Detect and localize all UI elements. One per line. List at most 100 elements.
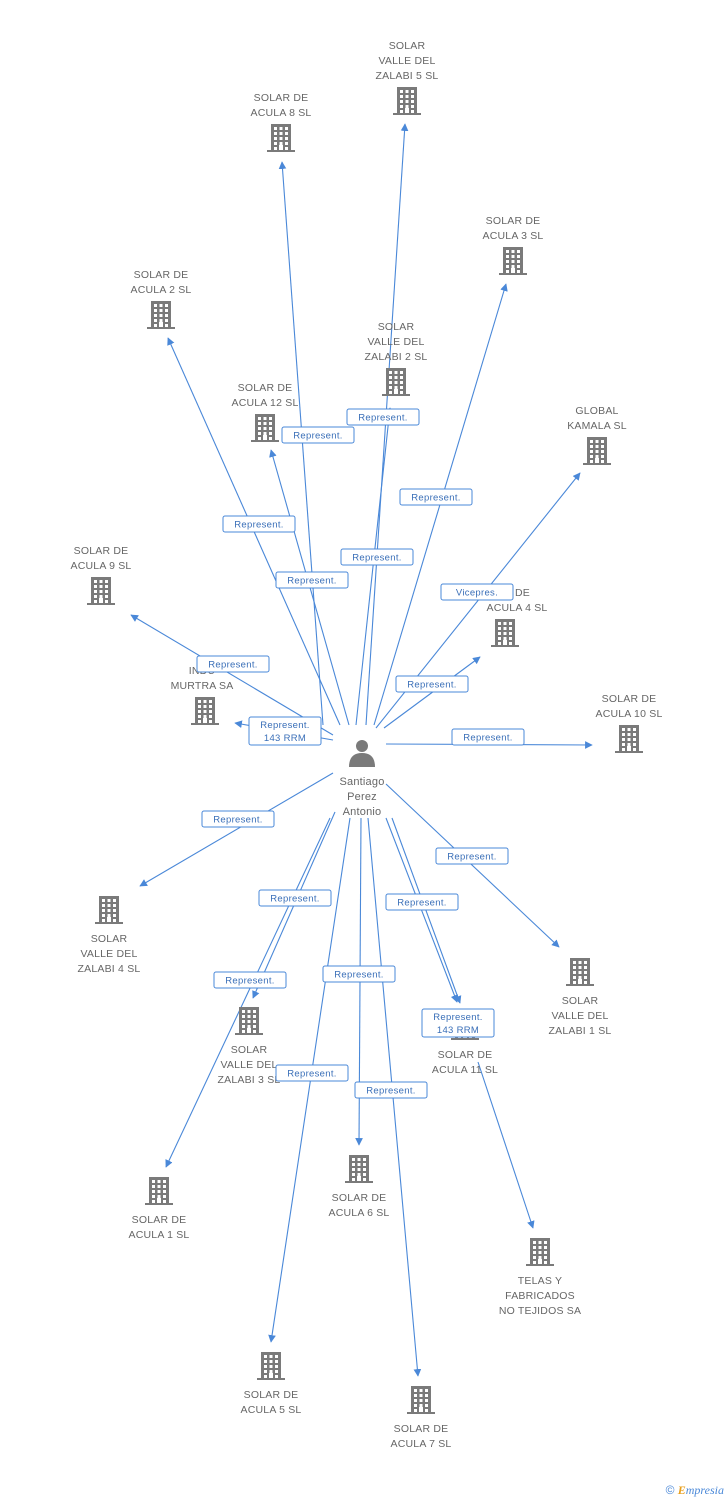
edge-label-acula9[interactable]: Represent. (196, 655, 270, 673)
node-acula8[interactable]: SOLAR DE ACULA 8 SL (251, 92, 312, 152)
building-icon (407, 1386, 435, 1414)
edge-label-acula3[interactable]: Represent. (399, 488, 473, 506)
edge-label-text: Represent. (334, 970, 383, 981)
node-acula5[interactable]: SOLAR DE ACULA 5 SL (241, 1352, 302, 1416)
edge-label-text: Represent. (463, 733, 512, 744)
edge-label-text: Represent. (213, 815, 262, 826)
edge-label-text: Vicepres. (456, 588, 498, 599)
edge-label-murtra[interactable]: Represent.143 RRM (248, 716, 322, 746)
node-label-line: ACULA 3 SL (483, 230, 544, 242)
copyright-symbol: © (665, 1483, 675, 1497)
node-label-line: ACULA 1 SL (129, 1229, 190, 1241)
edge-label-valle3[interactable]: Represent. (258, 889, 332, 907)
node-label-line: SOLAR DE (244, 1389, 299, 1401)
person-icon (349, 740, 375, 767)
node-label-line: NO TEJIDOS SA (499, 1305, 581, 1317)
edge-label-acula11[interactable]: Represent. (385, 893, 459, 911)
node-label-line: VALLE DEL (378, 55, 435, 67)
node-label-line: ACULA 5 SL (241, 1404, 302, 1416)
edge-line-acula9 (130, 614, 334, 736)
edge-label-acula10[interactable]: Represent. (451, 728, 525, 746)
edge-label-acula12[interactable]: Represent. (275, 571, 349, 589)
edge-label-acula8[interactable]: Represent. (281, 426, 355, 444)
node-murtra[interactable]: INDUMURTRA SA (171, 665, 234, 725)
building-icon (267, 124, 295, 152)
node-valle3[interactable]: SOLAR VALLE DEL ZALABI 3 SL (218, 1007, 281, 1086)
edge-label-acula2[interactable]: Represent. (222, 515, 296, 533)
building-icon (583, 437, 611, 465)
edge-label-valle2[interactable]: Represent. (340, 548, 414, 566)
node-acula6[interactable]: SOLAR DE ACULA 6 SL (329, 1155, 390, 1219)
edge-label-text: Represent. (366, 1086, 415, 1097)
node-label-line: ACULA 8 SL (251, 107, 312, 119)
node-label-line: ZALABI 3 SL (218, 1074, 281, 1086)
edge-label-text: Represent. (433, 1012, 482, 1023)
node-label-line: SOLAR DE (486, 215, 541, 227)
edge-labels-layer: Represent. Represent. Represent. Represent.… (196, 408, 525, 1099)
node-label-line: SOLAR DE (254, 92, 309, 104)
edge-label-text: Represent. (208, 660, 257, 671)
edge-label-text: Represent. (287, 576, 336, 587)
node-label-line: VALLE DEL (80, 948, 137, 960)
edge-label-acula4[interactable]: Represent. (395, 675, 469, 693)
node-label-line: MURTRA SA (171, 680, 234, 692)
edge-label-text: Represent. (287, 1069, 336, 1080)
edge-label-text: 143 RRM (264, 733, 306, 744)
edge-line-telas (477, 1061, 535, 1229)
building-icon (615, 725, 643, 753)
person-label-line: Santiago (339, 776, 384, 788)
edge-line-valle4 (139, 772, 334, 887)
node-label-line: VALLE DEL (220, 1059, 277, 1071)
edge-label-text: Represent. (293, 431, 342, 442)
person-label-line: Perez (347, 791, 377, 803)
edge-label-acula5[interactable]: Represent. (275, 1064, 349, 1082)
brand-footer[interactable]: © Empresia (666, 1483, 724, 1498)
node-label-line: SOLAR (231, 1044, 268, 1056)
node-label-line: ACULA 6 SL (329, 1207, 390, 1219)
edge-label-acula11[interactable]: Represent. 143 RRM (421, 1008, 495, 1038)
building-icon (257, 1352, 285, 1380)
node-label-line: FABRICADOS (505, 1290, 575, 1302)
node-label-line: SOLAR DE (332, 1192, 387, 1204)
edge-label-valle5[interactable]: Represent. (346, 408, 420, 426)
node-label-line: ZALABI 2 SL (365, 351, 428, 363)
building-icon (251, 414, 279, 442)
edge-label-acula1[interactable]: Represent. (213, 971, 287, 989)
edge-label-valle4[interactable]: Represent. (201, 810, 275, 828)
edge-label-acula6[interactable]: Represent. (322, 965, 396, 983)
edge-line-acula1 (165, 817, 331, 1168)
node-label-line: KAMALA SL (567, 420, 627, 432)
building-icon (491, 619, 519, 647)
building-icon (566, 958, 594, 986)
building-icon (145, 1177, 173, 1205)
edge-label-valle1[interactable]: Represent. (435, 847, 509, 865)
node-label-line: ACULA 2 SL (131, 284, 192, 296)
edge-label-kamala[interactable]: Vicepres. (440, 583, 514, 601)
node-label-line: ACULA 12 SL (232, 397, 299, 409)
node-label-line: SOLAR DE (74, 545, 129, 557)
edge-label-text: Represent. (407, 680, 456, 691)
edge-label-acula7[interactable]: Represent. (354, 1081, 428, 1099)
edge-label-text: Represent. (225, 976, 274, 987)
edge-label-text: Represent. (397, 898, 446, 909)
node-acula3[interactable]: SOLAR DE ACULA 3 SL (483, 215, 544, 275)
node-label-line: ACULA 11 SL (432, 1064, 498, 1076)
building-icon (526, 1238, 554, 1266)
building-icon (235, 1007, 263, 1035)
node-label-line: SOLAR (378, 321, 415, 333)
building-icon (345, 1155, 373, 1183)
edge-label-text: 143 RRM (437, 1025, 479, 1036)
